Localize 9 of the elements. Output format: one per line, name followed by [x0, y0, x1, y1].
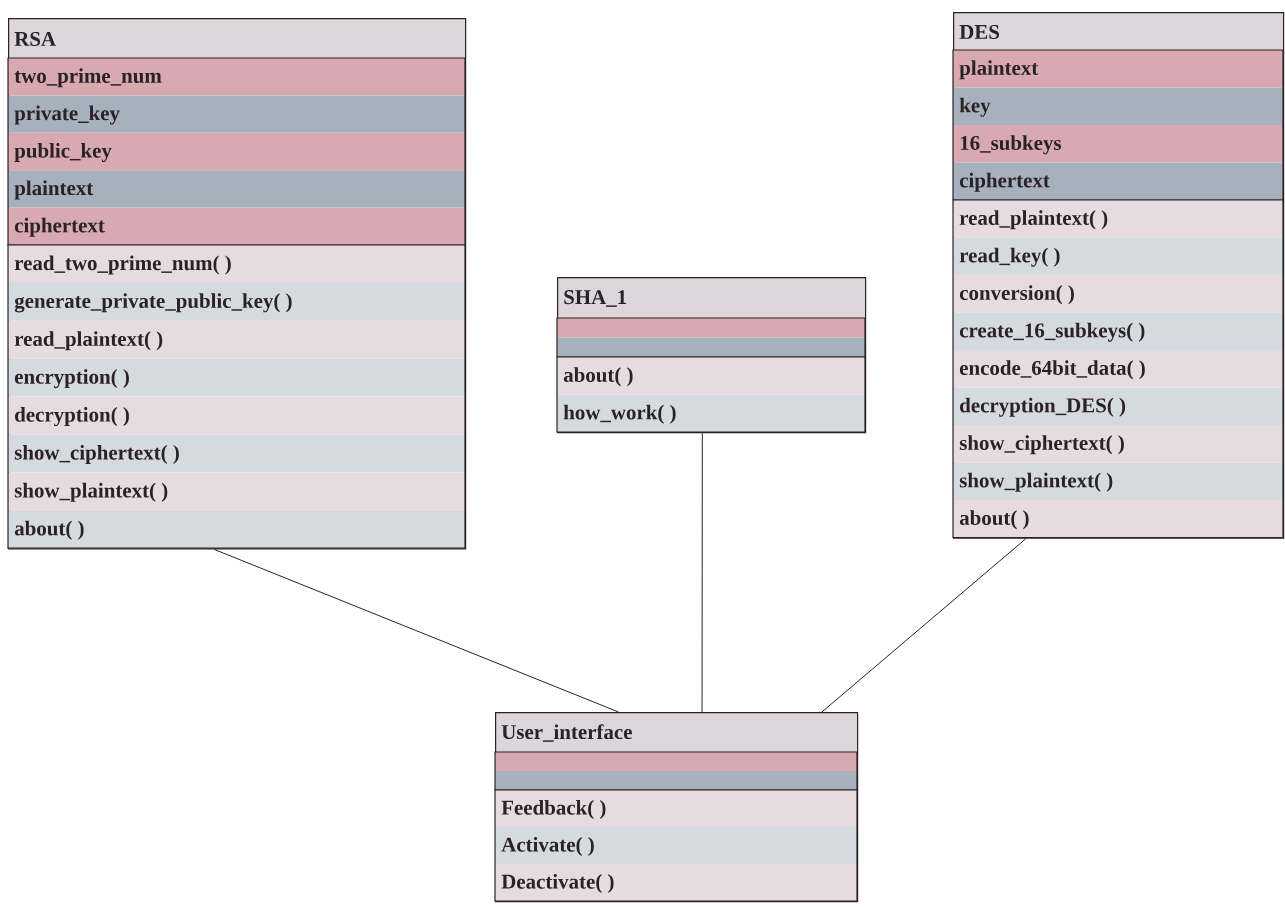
method-compartment: about( ) how_work( ): [556, 356, 866, 433]
method-compartment: Feedback( ) Activate( ) Deactivate( ): [494, 789, 858, 902]
association-line: [213, 548, 619, 713]
attribute-compartment: [494, 751, 858, 791]
association-line: [701, 432, 703, 713]
method-compartment: read_two_prime_num( ) generate_private_public_key( ) read_plaintext( ) encryption( ) decryption( ) show_ciphertext( ) show_plaintext( ) about( ): [7, 244, 466, 549]
association-line: [821, 538, 1027, 713]
attribute-compartment: [556, 317, 866, 358]
method-compartment: read_plaintext( ) read_key( ) conversion( ) create_16_subkeys( ) encode_64bit_data( ) decryption_DES( ) show_ciphertext( ) show_plaintext( ) about( ): [952, 199, 1284, 539]
